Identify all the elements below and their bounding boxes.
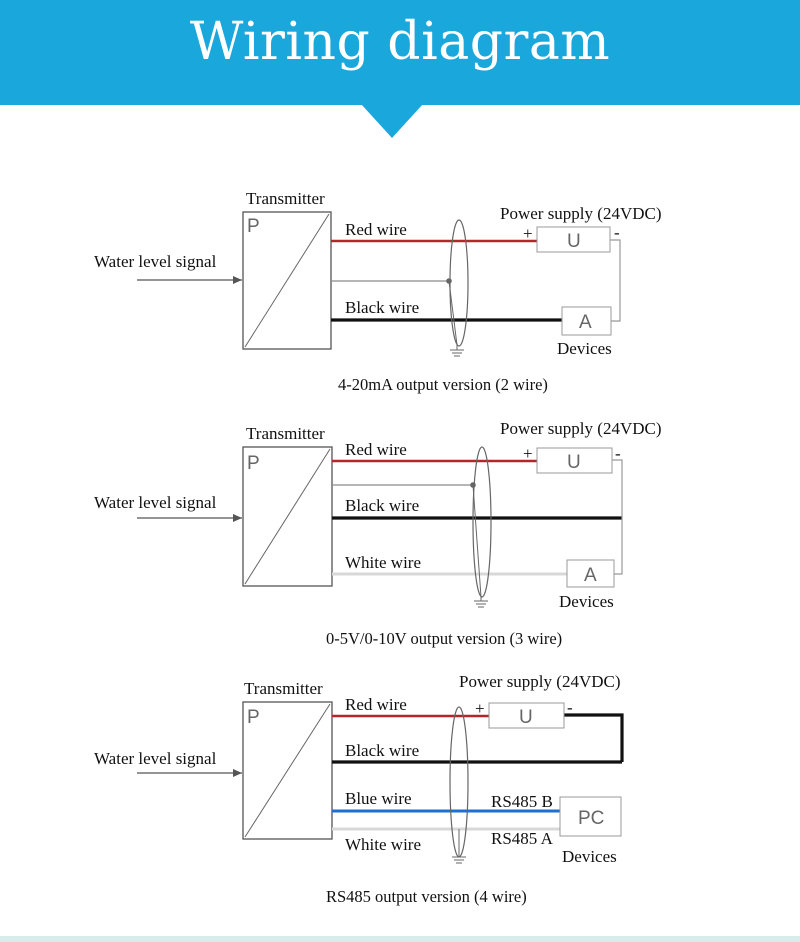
- ground-icon: [450, 345, 464, 357]
- wire-label-white: White wire: [345, 835, 421, 854]
- power-supply-u: U: [519, 707, 533, 728]
- ground-icon: [452, 856, 466, 864]
- rs485-a-label: RS485 A: [491, 829, 554, 848]
- rs485-b-label: RS485 B: [491, 792, 553, 811]
- section-4-wire: Transmitter P Water level signal Red wir…: [94, 672, 624, 906]
- cable-shield-ellipse: [449, 219, 469, 347]
- transmitter-box-letter: P: [247, 453, 260, 474]
- input-signal-label: Water level signal: [94, 749, 217, 768]
- transmitter-diagonal: [244, 448, 331, 585]
- banner-notch: [361, 104, 423, 138]
- power-plus: +: [523, 224, 533, 243]
- footer-divider: [0, 936, 800, 942]
- power-plus: +: [523, 444, 533, 463]
- wire-label-white: White wire: [345, 553, 421, 572]
- section-2-wire: Transmitter P Water level signal Red wir…: [94, 189, 662, 394]
- section-caption: 0-5V/0-10V output version (3 wire): [326, 629, 562, 648]
- power-minus: -: [567, 698, 573, 717]
- header-banner: Wiring diagram: [0, 0, 800, 105]
- power-supply-label: Power supply (24VDC): [500, 419, 662, 438]
- power-supply-box: [536, 226, 611, 253]
- device-box-label: A: [584, 565, 597, 586]
- power-supply-u: U: [567, 452, 581, 473]
- power-supply-u: U: [567, 231, 581, 252]
- page-title: Wiring diagram: [189, 12, 611, 72]
- device-box-label: A: [579, 312, 592, 333]
- power-return-wire: [612, 459, 623, 575]
- cable-shield-ellipse: [472, 446, 492, 598]
- power-supply-label: Power supply (24VDC): [459, 672, 621, 691]
- input-signal-label: Water level signal: [94, 493, 217, 512]
- device-box: [566, 559, 615, 588]
- wire-label-black: Black wire: [345, 298, 419, 317]
- power-return-wire: [610, 239, 621, 322]
- power-return-wire: [564, 713, 624, 762]
- pc-device-box: [559, 796, 622, 837]
- device-box: [561, 306, 612, 336]
- device-box-label: PC: [578, 808, 604, 829]
- ground-icon: [474, 597, 488, 608]
- wire-label-black: Black wire: [345, 741, 419, 760]
- wire-label-red: Red wire: [345, 220, 407, 239]
- section-caption: RS485 output version (4 wire): [326, 887, 527, 906]
- devices-label: Devices: [562, 847, 617, 866]
- power-minus: -: [614, 223, 620, 242]
- transmitter-box-letter: P: [247, 707, 260, 728]
- ground-lead: [472, 484, 482, 598]
- transmitter-diagonal: [244, 703, 331, 838]
- power-supply-box: [488, 702, 565, 729]
- devices-label: Devices: [559, 592, 614, 611]
- power-minus: -: [615, 444, 621, 463]
- transmitter-label: Transmitter: [246, 189, 325, 208]
- transmitter-diagonal: [244, 213, 330, 348]
- wire-label-red: Red wire: [345, 440, 407, 459]
- input-signal-label: Water level signal: [94, 252, 217, 271]
- wire-label-red: Red wire: [345, 695, 407, 714]
- power-supply-label: Power supply (24VDC): [500, 204, 662, 223]
- power-supply-box: [536, 447, 613, 474]
- section-caption: 4-20mA output version (2 wire): [338, 375, 548, 394]
- section-3-wire: Transmitter P Water level signal Red wir…: [94, 419, 662, 648]
- wire-label-black: Black wire: [345, 496, 419, 515]
- transmitter-label: Transmitter: [246, 424, 325, 443]
- devices-label: Devices: [557, 339, 612, 358]
- power-plus: +: [475, 699, 485, 718]
- wire-label-blue: Blue wire: [345, 789, 412, 808]
- ground-lead: [448, 280, 458, 346]
- transmitter-label: Transmitter: [244, 679, 323, 698]
- transmitter-box-letter: P: [247, 216, 260, 237]
